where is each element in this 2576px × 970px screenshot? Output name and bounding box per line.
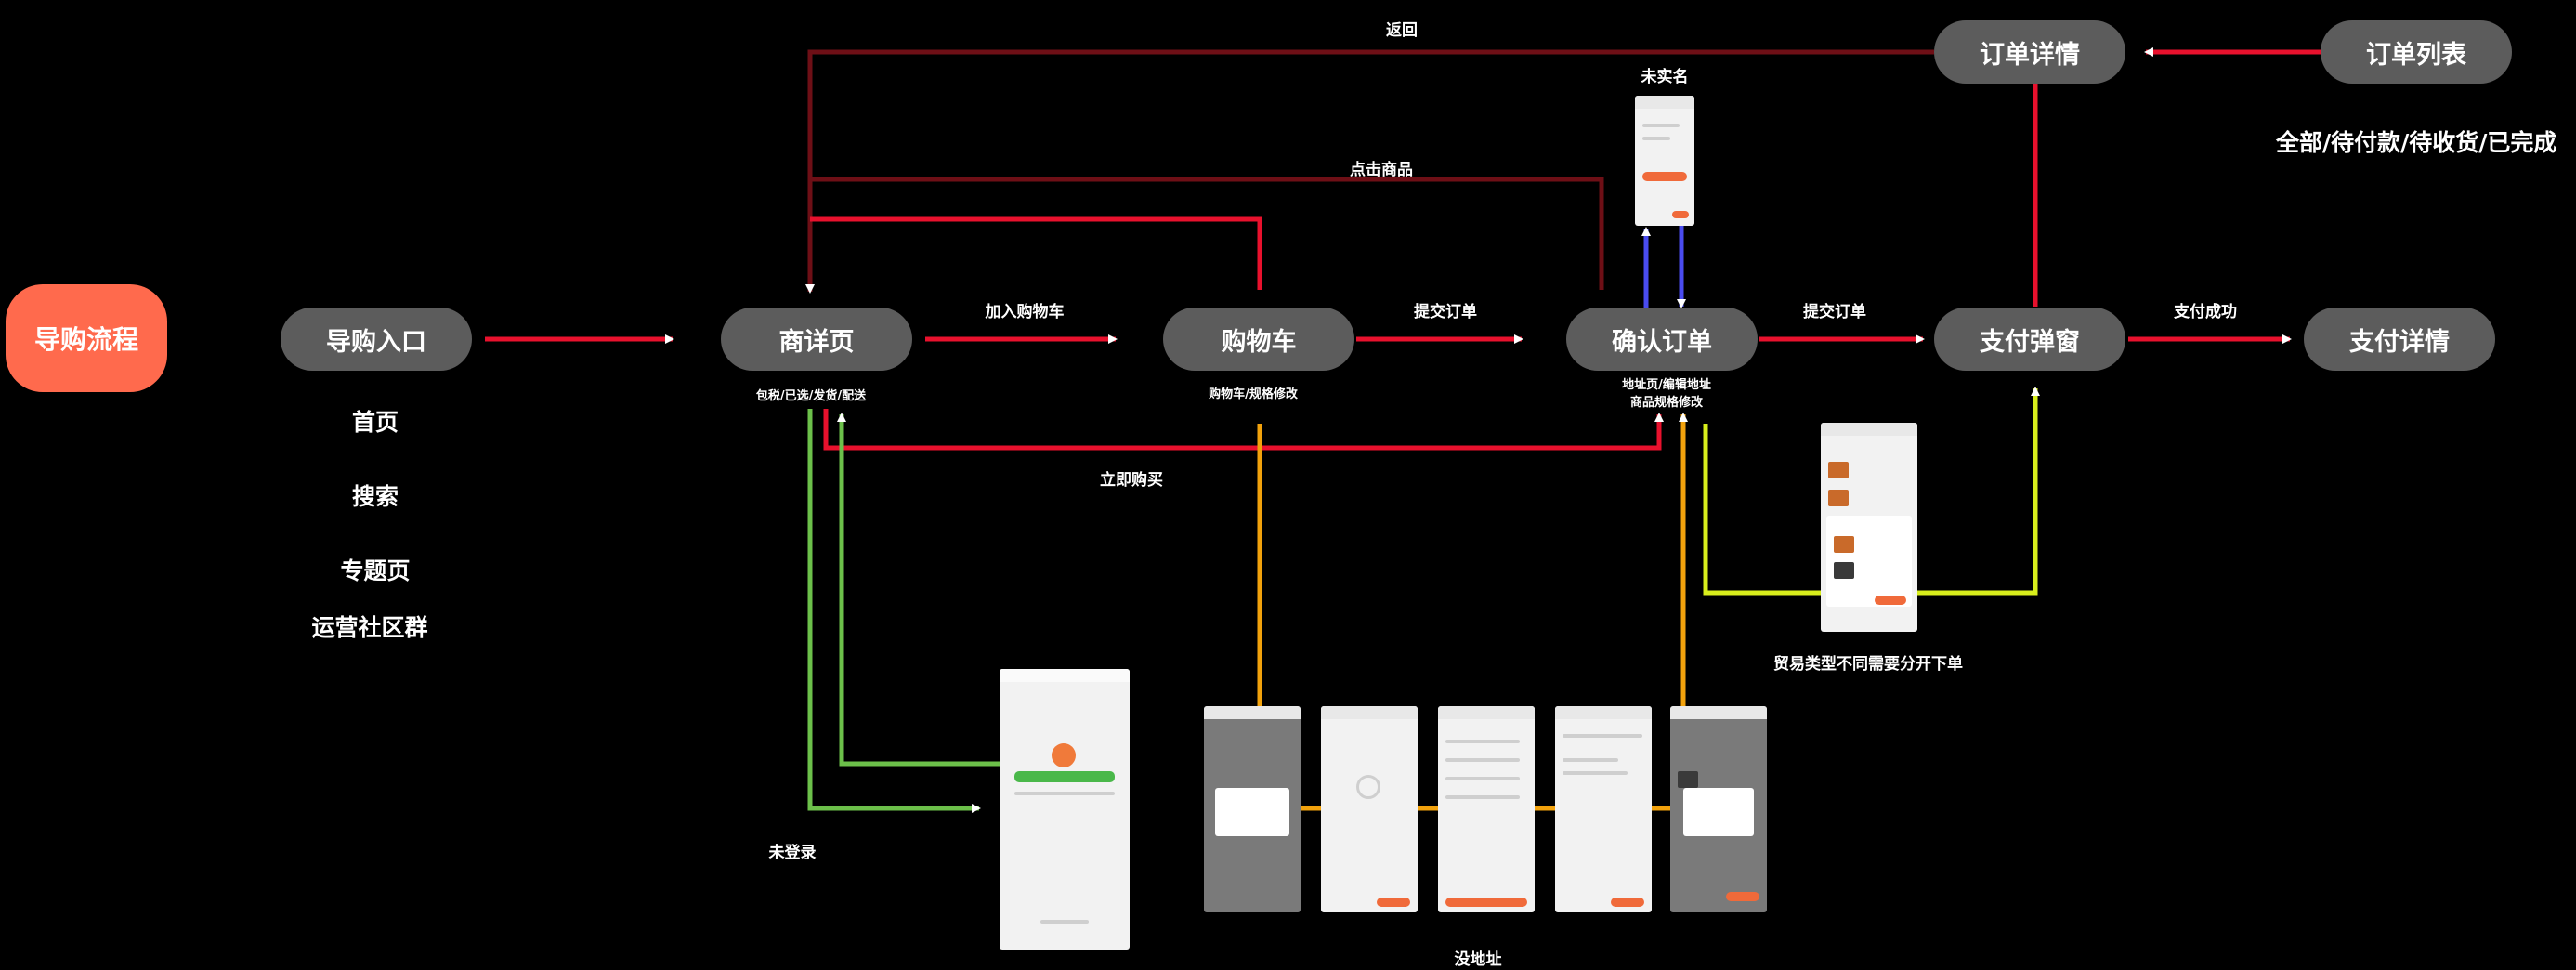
screen-thumb-address-5: [1670, 706, 1767, 912]
screen-thumb-address-1: [1204, 706, 1301, 912]
label-cart-sub: 购物车/规格修改: [1209, 386, 1298, 403]
loading-icon: [1356, 775, 1380, 799]
label-buy-now: 立即购买: [1100, 466, 1163, 490]
node-order-detail[interactable]: 订单详情: [1934, 20, 2125, 84]
node-confirm-order[interactable]: 确认订单: [1566, 308, 1758, 371]
label-no-realname: 未实名: [1641, 63, 1689, 86]
screen-thumb-realname: [1635, 96, 1694, 226]
flow-title: 导购流程: [6, 284, 167, 392]
connector-buy-now: [826, 409, 1659, 448]
node-pay-popup[interactable]: 支付弹窗: [1934, 308, 2125, 371]
label-order-tabs: 全部/待付款/待收货/已完成: [2276, 125, 2556, 158]
label-confirm-sub-2: 商品规格修改: [1630, 394, 1703, 412]
label-trade-type: 贸易类型不同需要分开下单: [1773, 650, 1963, 674]
screen-thumb-pay-popup: [1821, 423, 1917, 632]
label-back: 返回: [1386, 17, 1418, 40]
connector-trade-in: [1916, 388, 2035, 593]
label-pay-success: 支付成功: [2174, 298, 2237, 321]
label-click-product: 点击商品: [1350, 156, 1413, 179]
connector-login-back: [842, 414, 1000, 764]
connector-trade-out: [1706, 424, 1823, 593]
screen-thumb-address-3: [1438, 706, 1535, 912]
label-confirm-sub-1: 地址页/编辑地址: [1622, 376, 1711, 394]
node-cart[interactable]: 购物车: [1163, 308, 1354, 371]
login-logo-icon: [1052, 743, 1076, 767]
screen-thumb-address-4: [1555, 706, 1652, 912]
label-submit-order-2: 提交订单: [1803, 298, 1866, 321]
entry-item-community: 运营社区群: [311, 610, 427, 643]
node-entry[interactable]: 导购入口: [281, 308, 472, 371]
label-detail-sub: 包税/已选/发货/配送: [756, 387, 866, 405]
node-order-list[interactable]: 订单列表: [2321, 20, 2512, 84]
screen-thumb-address-2: [1321, 706, 1418, 912]
node-product-detail[interactable]: 商详页: [721, 308, 912, 371]
label-not-logged-in: 未登录: [769, 839, 817, 862]
screen-thumb-login: [1000, 669, 1130, 950]
connector-cart-to-detail: [810, 219, 1260, 290]
connector-login-out: [810, 409, 979, 808]
label-submit-order-1: 提交订单: [1414, 298, 1477, 321]
entry-item-topic: 专题页: [340, 553, 410, 586]
connector-click-product: [810, 179, 1602, 290]
entry-item-search: 搜索: [352, 478, 399, 512]
entry-item-home: 首页: [352, 404, 399, 438]
label-no-address: 没地址: [1455, 946, 1502, 969]
node-pay-detail[interactable]: 支付详情: [2304, 308, 2495, 371]
label-add-cart: 加入购物车: [986, 298, 1065, 321]
